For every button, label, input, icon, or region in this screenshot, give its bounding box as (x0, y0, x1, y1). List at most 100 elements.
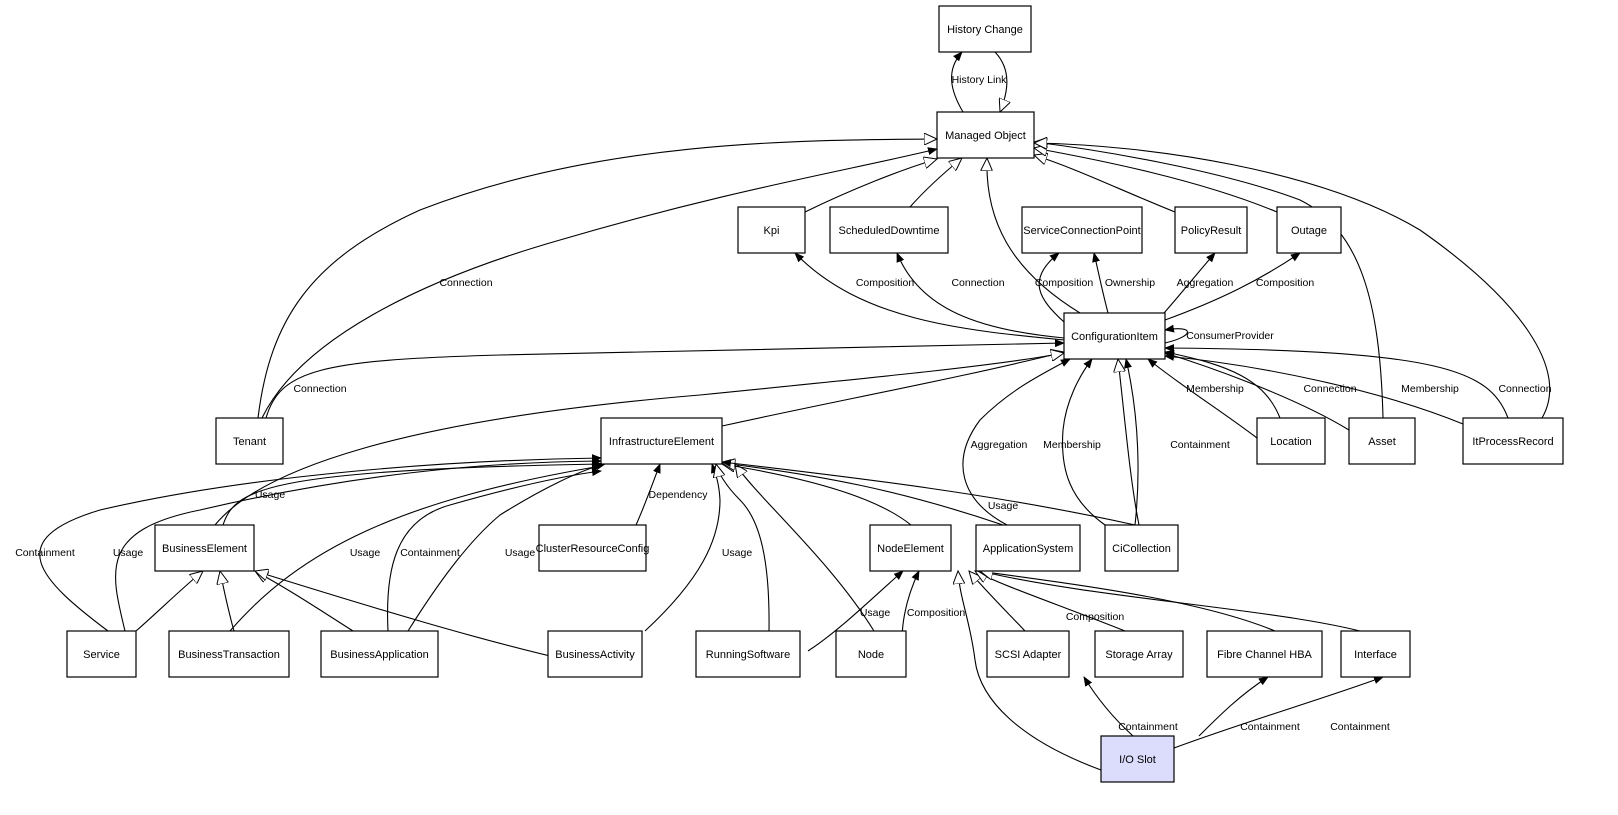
class-box[interactable] (1256, 417, 1326, 465)
class-box[interactable] (1063, 312, 1166, 360)
class-box[interactable] (975, 524, 1081, 572)
class-box[interactable] (938, 5, 1032, 53)
class-box[interactable] (215, 417, 284, 465)
class-node-infrastructure-element[interactable]: InfrastructureElement (600, 417, 723, 465)
class-node-policy-result[interactable]: PolicyResult (1174, 206, 1248, 254)
class-node-interface[interactable]: Interface (1340, 630, 1411, 678)
class-box[interactable] (695, 630, 801, 678)
class-label: CiCollection (1112, 543, 1171, 555)
class-box[interactable] (66, 630, 137, 678)
class-label: Location (1270, 436, 1312, 448)
inheritance-edge-scheduled_downtime-to-managed_object (909, 158, 962, 208)
class-node-storage-array[interactable]: Storage Array (1094, 630, 1184, 678)
edge-label: Connection (439, 277, 492, 289)
class-node-business-application[interactable]: BusinessApplication (320, 630, 439, 678)
class-node-business-transaction[interactable]: BusinessTransaction (168, 630, 290, 678)
class-node-configuration-item[interactable]: ConfigurationItem (1063, 312, 1166, 360)
class-node-scsi-adapter[interactable]: SCSI Adapter (986, 630, 1070, 678)
class-node-node[interactable]: Node (835, 630, 907, 678)
class-node-outage[interactable]: Outage (1276, 206, 1342, 254)
class-node-ci-collection[interactable]: CiCollection (1104, 524, 1179, 572)
association-edge-io_slot-to-fibre_channel_hba (1198, 676, 1269, 737)
edge-label: Composition (1035, 277, 1094, 289)
inheritance-edge-application_system-to-infrastructure_element (722, 463, 1004, 526)
association-edge-io_slot-to-scsi_adapter (1083, 676, 1134, 737)
class-box[interactable] (1104, 524, 1179, 572)
class-node-cluster-resource-config[interactable]: ClusterResourceConfig (536, 524, 650, 572)
class-box[interactable] (538, 524, 647, 572)
class-box[interactable] (869, 524, 952, 572)
class-node-it-process-record[interactable]: ItProcessRecord (1462, 417, 1564, 465)
inheritance-edge-infrastructure_element-to-configuration_item (721, 352, 1064, 427)
class-node-node-element[interactable]: NodeElement (869, 524, 952, 572)
class-node-managed-object[interactable]: Managed Object (936, 111, 1035, 159)
class-node-business-element[interactable]: BusinessElement (154, 524, 255, 572)
class-box[interactable] (829, 206, 949, 254)
class-box[interactable] (1276, 206, 1342, 254)
class-box[interactable] (154, 524, 255, 572)
class-node-asset[interactable]: Asset (1348, 417, 1416, 465)
class-label: InfrastructureElement (609, 436, 714, 448)
class-label: ClusterResourceConfig (536, 543, 650, 555)
inheritance-edge-tenant-to-managed_object (257, 139, 937, 419)
association-edge-business_element-to-infrastructure_element (222, 460, 602, 526)
class-label: SCSI Adapter (995, 649, 1062, 661)
edge-label: Usage (505, 547, 536, 559)
inheritance-edge-it_process_record-to-managed_object (1034, 143, 1551, 419)
inheritance-edge-business_element-to-configuration_item (214, 353, 1064, 526)
class-label: History Change (947, 24, 1023, 36)
class-box[interactable] (1348, 417, 1416, 465)
class-box[interactable] (1462, 417, 1564, 465)
class-node-scheduled-downtime[interactable]: ScheduledDowntime (829, 206, 949, 254)
edge-label: Containment (1118, 721, 1178, 733)
class-node-service-connection-point[interactable]: ServiceConnectionPoint (1021, 206, 1143, 254)
association-edge-ci_collection-to-infrastructure_element (721, 459, 1136, 526)
inheritance-edge-policy_result-to-managed_object (1034, 155, 1176, 213)
inheritance-edge-business_transaction-to-business_element (220, 571, 235, 632)
edge-label: Usage (113, 547, 144, 559)
inheritance-edge-kpi-to-managed_object (804, 159, 937, 213)
class-node-business-activity[interactable]: BusinessActivity (547, 630, 643, 678)
class-node-application-system[interactable]: ApplicationSystem (975, 524, 1081, 572)
association-edge-cluster_resource_config-to-infrastructure_element (635, 463, 661, 526)
edge-label: Containment (400, 547, 460, 559)
class-node-running-software[interactable]: RunningSoftware (695, 630, 801, 678)
class-box[interactable] (986, 630, 1070, 678)
class-node-tenant[interactable]: Tenant (215, 417, 284, 465)
class-node-fibre-channel-hba[interactable]: Fibre Channel HBA (1206, 630, 1323, 678)
edge-label: Aggregation (971, 439, 1028, 451)
association-edge-location-to-configuration_item (1147, 358, 1258, 439)
class-box[interactable] (1174, 206, 1248, 254)
inheritance-edge-business_activity-to-business_element (255, 571, 568, 661)
association-edge-asset-to-configuration_item (1164, 351, 1350, 431)
class-box[interactable] (600, 417, 723, 465)
class-box[interactable] (1100, 735, 1175, 783)
class-node-io-slot[interactable]: I/O Slot (1100, 735, 1175, 783)
class-node-service[interactable]: Service (66, 630, 137, 678)
class-label: Fibre Channel HBA (1217, 649, 1312, 661)
class-node-kpi[interactable]: Kpi (737, 206, 806, 254)
association-edge-configuration_item-to-scheduled_downtime (896, 252, 1065, 339)
association-edge-running_software-to-node_element (807, 570, 904, 652)
class-box[interactable] (936, 111, 1035, 159)
class-box[interactable] (1021, 206, 1143, 254)
class-box[interactable] (1340, 630, 1411, 678)
edge-label: Connection (951, 277, 1004, 289)
class-label: Service (83, 649, 120, 661)
class-node-history-change[interactable]: History Change (938, 5, 1032, 53)
class-box[interactable] (168, 630, 290, 678)
class-label: Managed Object (945, 130, 1026, 142)
class-box[interactable] (1206, 630, 1323, 678)
association-edge-service-to-infrastructure_element (39, 454, 602, 632)
class-box[interactable] (1094, 630, 1184, 678)
class-box[interactable] (737, 206, 806, 254)
class-node-location[interactable]: Location (1256, 417, 1326, 465)
class-label: BusinessTransaction (178, 649, 280, 661)
inheritance-edge-fibre_channel_hba-to-node_element (978, 571, 1276, 632)
class-label: Node (858, 649, 884, 661)
class-box[interactable] (320, 630, 439, 678)
class-box[interactable] (547, 630, 643, 678)
class-box[interactable] (835, 630, 907, 678)
